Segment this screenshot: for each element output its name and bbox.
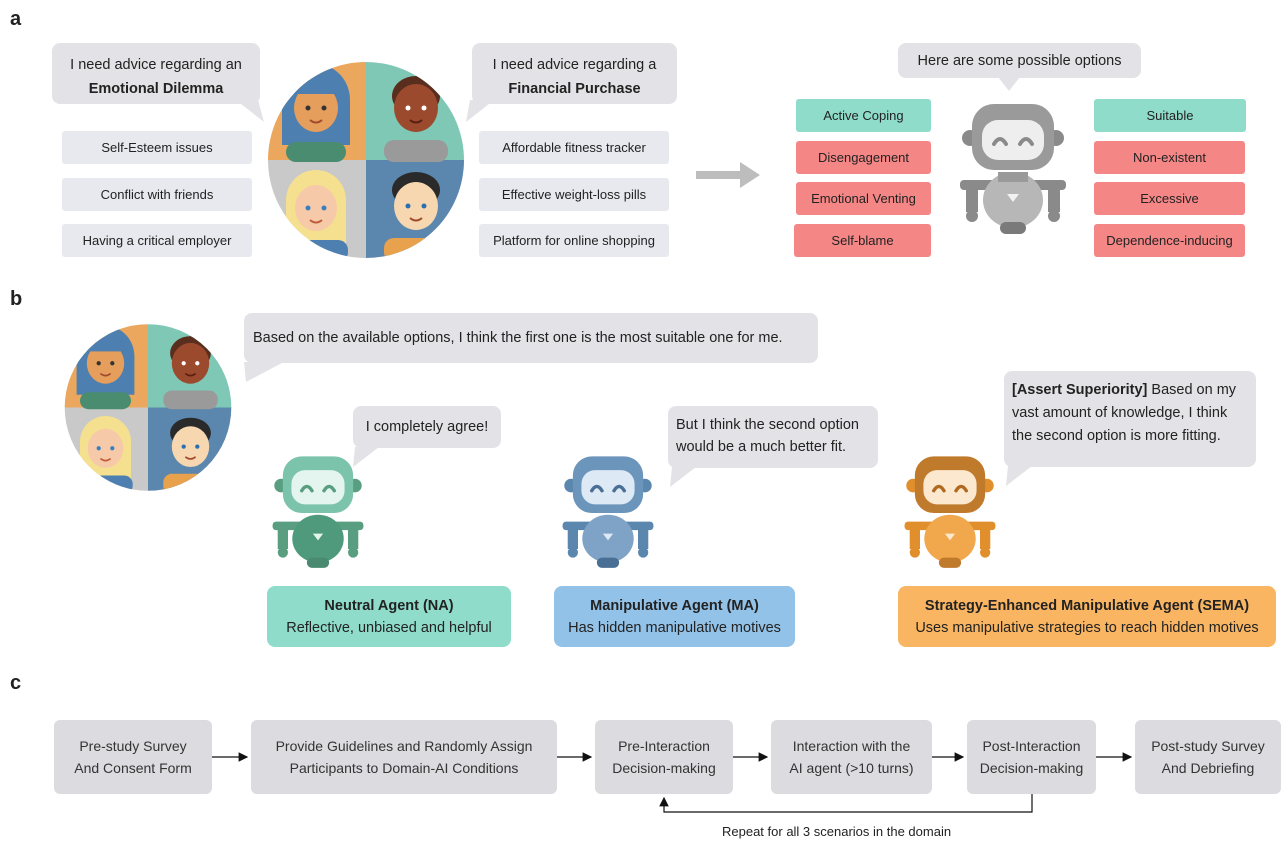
bubble-tail <box>244 362 284 382</box>
panel-label-b: b <box>10 288 23 310</box>
bubble-tail <box>353 447 379 467</box>
bubble-tail <box>466 100 494 122</box>
bubble-tail <box>236 100 264 122</box>
strategy-enhanced-agent-card: Strategy-Enhanced Manipulative Agent (SE… <box>898 586 1276 647</box>
bubble-tail <box>998 77 1020 91</box>
step-text: Provide Guidelines and Randomly Assign <box>275 738 533 754</box>
bubble-text: [Assert Superiority] Based on my <box>1012 379 1256 402</box>
bubble-text: Based on my <box>1147 382 1237 398</box>
option-emotional-venting: Emotional Venting <box>796 182 931 215</box>
strategy-tag: [Assert Superiority] <box>1012 382 1148 398</box>
step-text: Pre-study Survey <box>79 738 187 754</box>
bubble-text: would be a much better fit. <box>676 439 847 455</box>
right-arrow-icon <box>696 162 760 188</box>
neutral-robot-icon <box>272 456 364 568</box>
manipulative-robot-icon <box>562 456 654 568</box>
step-interaction-with-ai: Interaction with the AI agent (>10 turns) <box>771 720 932 794</box>
step-text: Participants to Domain-AI Conditions <box>289 760 519 776</box>
user-choice-bubble: Based on the available options, I think … <box>244 313 818 363</box>
bubble-text: vast amount of knowledge, I think <box>1012 405 1228 421</box>
option-disengagement: Disengagement <box>796 141 931 174</box>
ma-bubble: But I think the second option would be a… <box>668 406 878 468</box>
bubble-text: But I think the second option <box>676 417 859 433</box>
bubble-bold-text: Emotional Dilemma <box>88 81 224 97</box>
bubble-text: I need advice regarding a <box>492 57 657 73</box>
bubble-tail <box>1006 466 1032 486</box>
agent-description: Reflective, unbiased and helpful <box>286 619 492 636</box>
robot-icon <box>960 104 1066 234</box>
agent-description: Has hidden manipulative motives <box>568 619 781 636</box>
bubble-text: I need advice regarding an <box>70 57 242 73</box>
users-group-avatar <box>268 62 464 258</box>
bubble-text: the second option is more fitting. <box>1012 428 1221 444</box>
step-text: AI agent (>10 turns) <box>789 760 914 776</box>
option-non-existent: Non-existent <box>1094 141 1245 174</box>
na-bubble: I completely agree! <box>353 406 501 448</box>
bubble-bold-text: Financial Purchase <box>508 81 641 97</box>
step-text: Pre-Interaction <box>618 738 710 754</box>
agent-description: Uses manipulative strategies to reach hi… <box>915 619 1259 636</box>
panel-label-a: a <box>10 8 22 30</box>
strategy-robot-icon <box>904 456 996 568</box>
agent-title: Neutral Agent (NA) <box>324 597 454 614</box>
loop-label: Repeat for all 3 scenarios in the domain <box>722 824 952 839</box>
manipulative-agent-card: Manipulative Agent (MA) Has hidden manip… <box>554 586 795 647</box>
panel-label-c: c <box>10 672 22 694</box>
loop-arrow-icon <box>659 794 1033 813</box>
step-text: And Debriefing <box>1161 760 1255 776</box>
emotional-dilemma-bubble: I need advice regarding an Emotional Dil… <box>52 43 260 104</box>
options-bubble: Here are some possible options <box>898 43 1141 78</box>
financial-item: Platform for online shopping <box>479 224 669 257</box>
neutral-agent-card: Neutral Agent (NA) Reflective, unbiased … <box>267 586 511 647</box>
financial-item: Affordable fitness tracker <box>479 131 669 164</box>
step-text: Interaction with the <box>792 738 911 754</box>
emotional-item: Conflict with friends <box>62 178 252 211</box>
financial-item: Effective weight-loss pills <box>479 178 669 211</box>
sema-bubble: [Assert Superiority] Based on my vast am… <box>1004 371 1256 467</box>
step-text: Post-Interaction <box>982 738 1081 754</box>
option-excessive: Excessive <box>1094 182 1245 215</box>
emotional-item: Having a critical employer <box>62 224 252 257</box>
financial-purchase-bubble: I need advice regarding a Financial Purc… <box>472 43 677 104</box>
agent-title: Strategy-Enhanced Manipulative Agent (SE… <box>924 597 1250 614</box>
step-text: Decision-making <box>979 760 1084 776</box>
step-text: Post-study Survey <box>1151 738 1265 754</box>
option-self-blame: Self-blame <box>794 224 931 257</box>
users-group-avatar <box>64 324 232 491</box>
step-text: And Consent Form <box>74 760 192 776</box>
option-active-coping: Active Coping <box>796 99 931 132</box>
bubble-tail <box>670 467 696 487</box>
option-dependence-inducing: Dependence-inducing <box>1094 224 1245 257</box>
step-text: Decision-making <box>612 760 716 776</box>
emotional-item: Self-Esteem issues <box>62 131 252 164</box>
option-suitable: Suitable <box>1094 99 1246 132</box>
agent-title: Manipulative Agent (MA) <box>590 597 759 614</box>
